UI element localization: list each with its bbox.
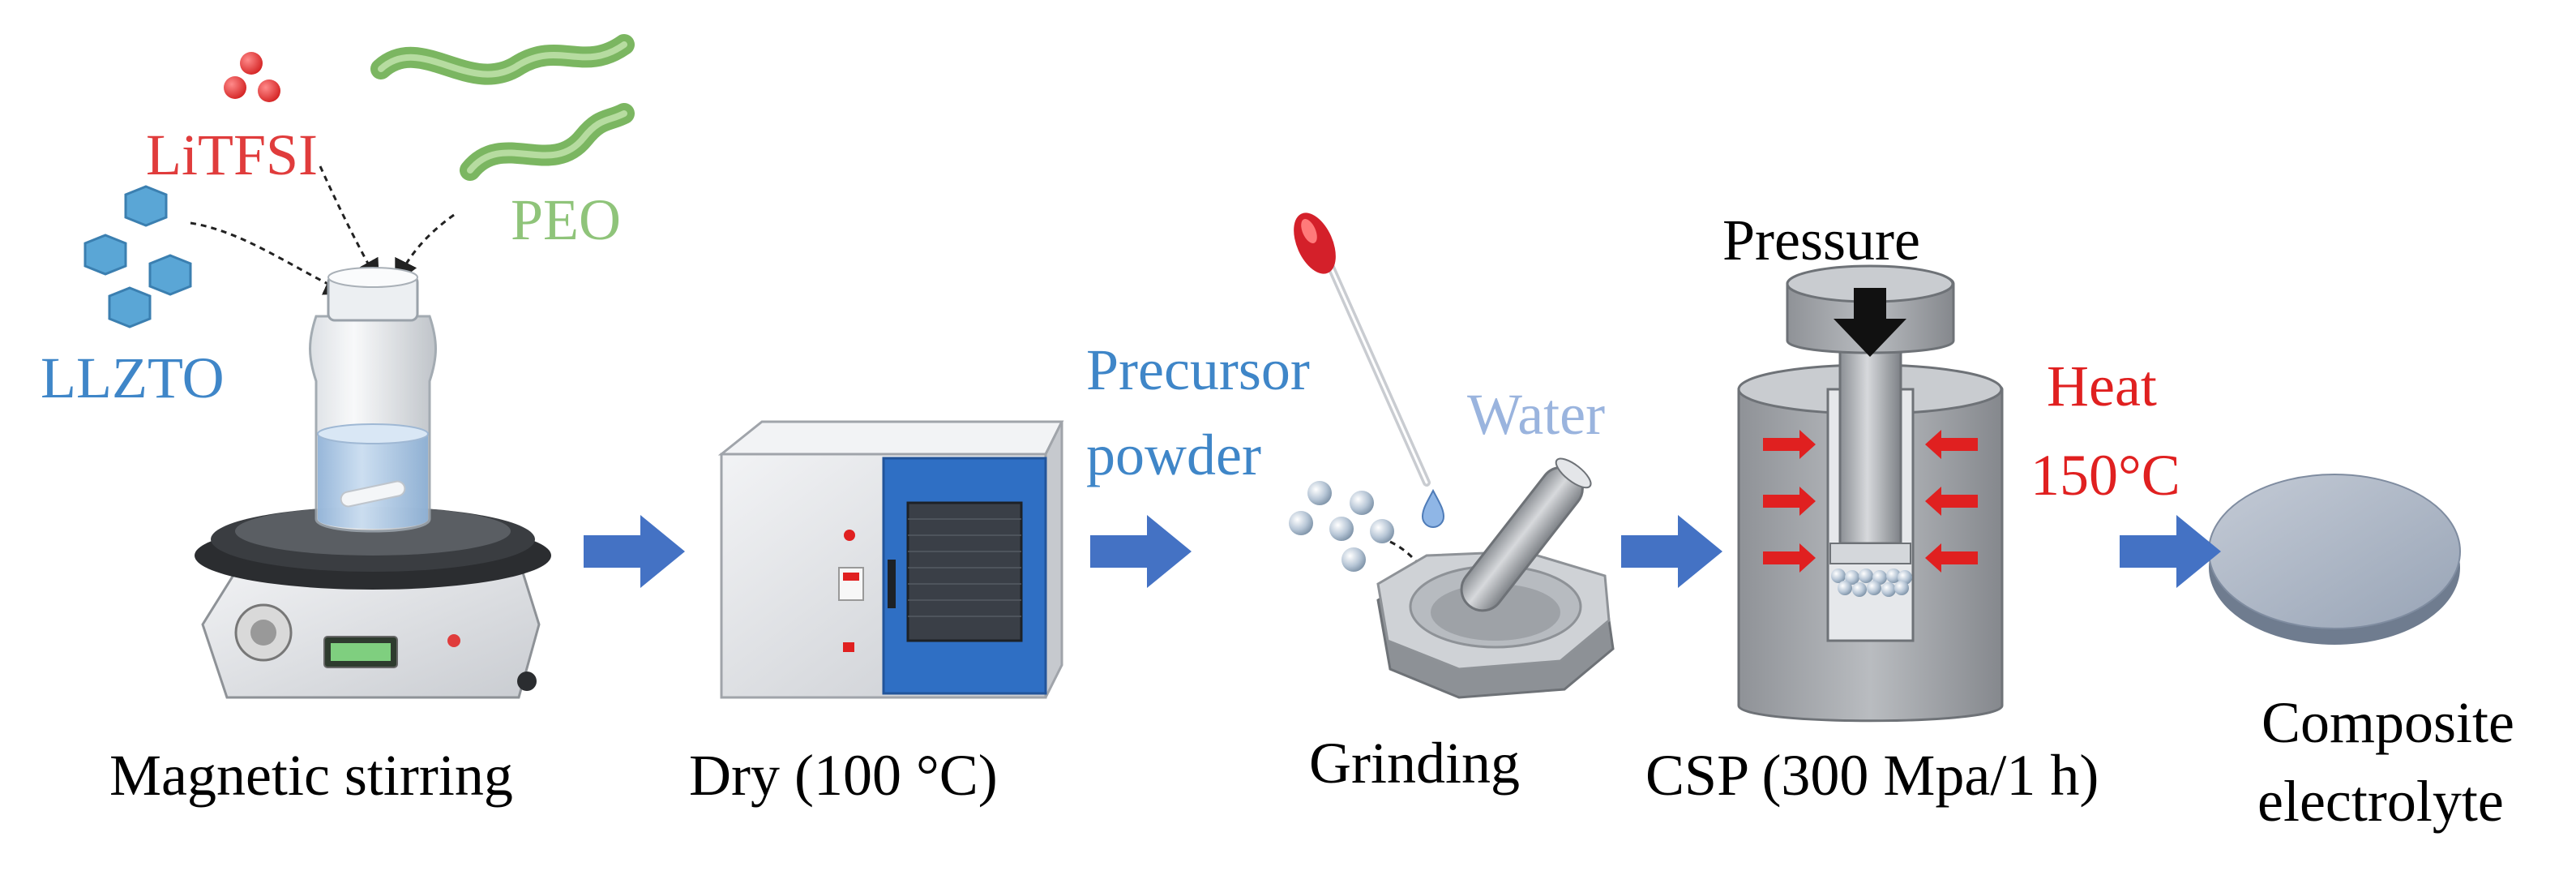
- flow-arrow-4: [2120, 515, 2221, 588]
- label-magnetic-stirring: Magnetic stirring: [109, 743, 513, 808]
- pressure-arrow-icon: [1834, 288, 1906, 357]
- reagent-litfsi-icon: [224, 52, 280, 102]
- label-heat-temp: 150°C: [2030, 443, 2180, 508]
- compressed-powder-icon: [1831, 569, 1912, 597]
- flow-arrows: [584, 515, 2221, 588]
- glass-jar-icon: [309, 267, 437, 533]
- label-precursor: Precursor: [1086, 337, 1310, 402]
- mortar-pestle-icon: [1376, 457, 1615, 699]
- dropper-icon: [1294, 212, 1431, 487]
- drying-oven-icon: [717, 420, 1064, 699]
- flow-arrow-3: [1621, 515, 1722, 588]
- label-powder: powder: [1086, 423, 1261, 487]
- reagent-peo-icon: [370, 34, 635, 181]
- heat-arrows-left-icon: [1763, 430, 1816, 573]
- csp-press-icon: [1737, 264, 2004, 723]
- label-composite: Composite: [2261, 690, 2514, 755]
- label-water: Water: [1467, 382, 1605, 447]
- composite-disc-icon: [2208, 474, 2461, 645]
- precursor-particles-icon: [1289, 481, 1394, 572]
- label-electrolyte: electrolyte: [2257, 769, 2504, 834]
- label-grinding: Grinding: [1309, 731, 1520, 796]
- flow-arrow-1: [584, 515, 685, 588]
- label-pressure: Pressure: [1722, 208, 1920, 272]
- heat-arrows-right-icon: [1925, 430, 1978, 573]
- reagent-llzto-icon: [83, 185, 192, 328]
- label-litfsi: LiTFSI: [146, 122, 318, 187]
- label-peo: PEO: [511, 187, 621, 252]
- label-dry: Dry (100 °C): [689, 743, 998, 808]
- flow-arrow-2: [1090, 515, 1192, 588]
- label-csp: CSP (300 Mpa/1 h): [1645, 743, 2099, 808]
- magnetic-stirrer-icon: [195, 507, 551, 699]
- label-llzto: LLZTO: [41, 345, 225, 410]
- water-drop-icon: [1421, 488, 1445, 528]
- label-heat: Heat: [2047, 354, 2157, 418]
